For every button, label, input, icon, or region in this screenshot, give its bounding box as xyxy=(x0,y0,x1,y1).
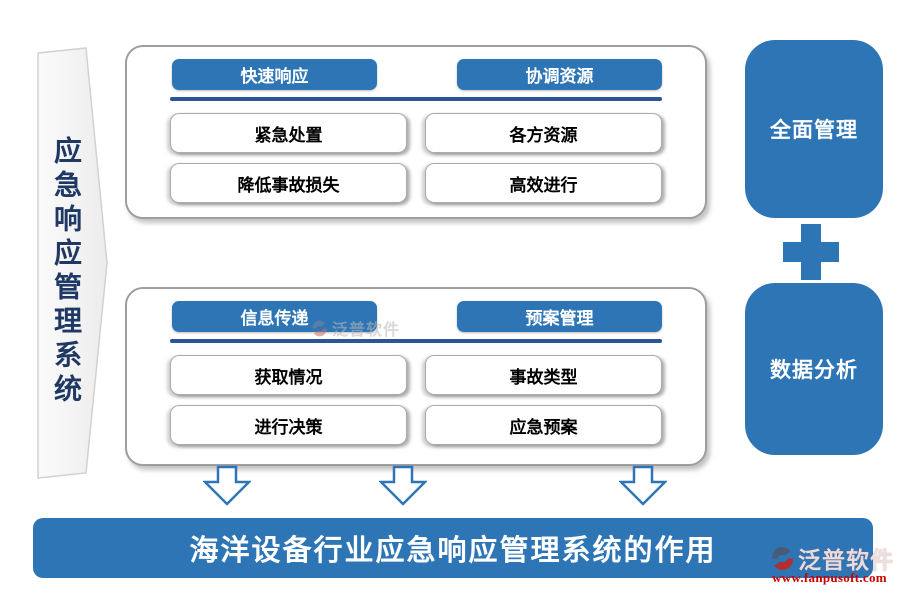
header-coordinate-resources: 协调资源 xyxy=(457,59,662,90)
footer-title-banner: 海洋设备行业应急响应管理系统的作用 xyxy=(33,518,873,578)
item-obtain-situation: 获取情况 xyxy=(170,355,407,395)
panel-bottom: 信息传递 预案管理 获取情况 进行决策 事故类型 应急预案 xyxy=(125,287,707,466)
down-arrow-icon xyxy=(379,465,427,506)
system-title-vertical: 应急响应管理系统 xyxy=(50,136,81,408)
block-data-analysis: 数据分析 xyxy=(745,283,883,455)
item-emergency-plan: 应急预案 xyxy=(425,405,662,445)
item-emergency-handling: 紧急处置 xyxy=(170,113,407,153)
plus-icon xyxy=(783,224,839,280)
item-all-party-resources: 各方资源 xyxy=(425,113,662,153)
item-efficient-execution: 高效进行 xyxy=(425,163,662,203)
block-comprehensive-management: 全面管理 xyxy=(745,40,883,218)
header-plan-management: 预案管理 xyxy=(457,301,662,332)
header-fast-response: 快速响应 xyxy=(172,59,377,90)
panel-top: 快速响应 协调资源 紧急处置 降低事故损失 各方资源 高效进行 xyxy=(125,45,707,219)
down-arrow-icon xyxy=(203,465,251,506)
down-arrow-icon xyxy=(619,465,667,506)
item-accident-type: 事故类型 xyxy=(425,355,662,395)
item-make-decision: 进行决策 xyxy=(170,405,407,445)
header-information-transfer: 信息传递 xyxy=(172,301,377,332)
left-chevron-shape xyxy=(37,47,108,479)
header-underline xyxy=(170,97,662,101)
item-reduce-accident-loss: 降低事故损失 xyxy=(170,163,407,203)
header-underline xyxy=(170,339,662,343)
